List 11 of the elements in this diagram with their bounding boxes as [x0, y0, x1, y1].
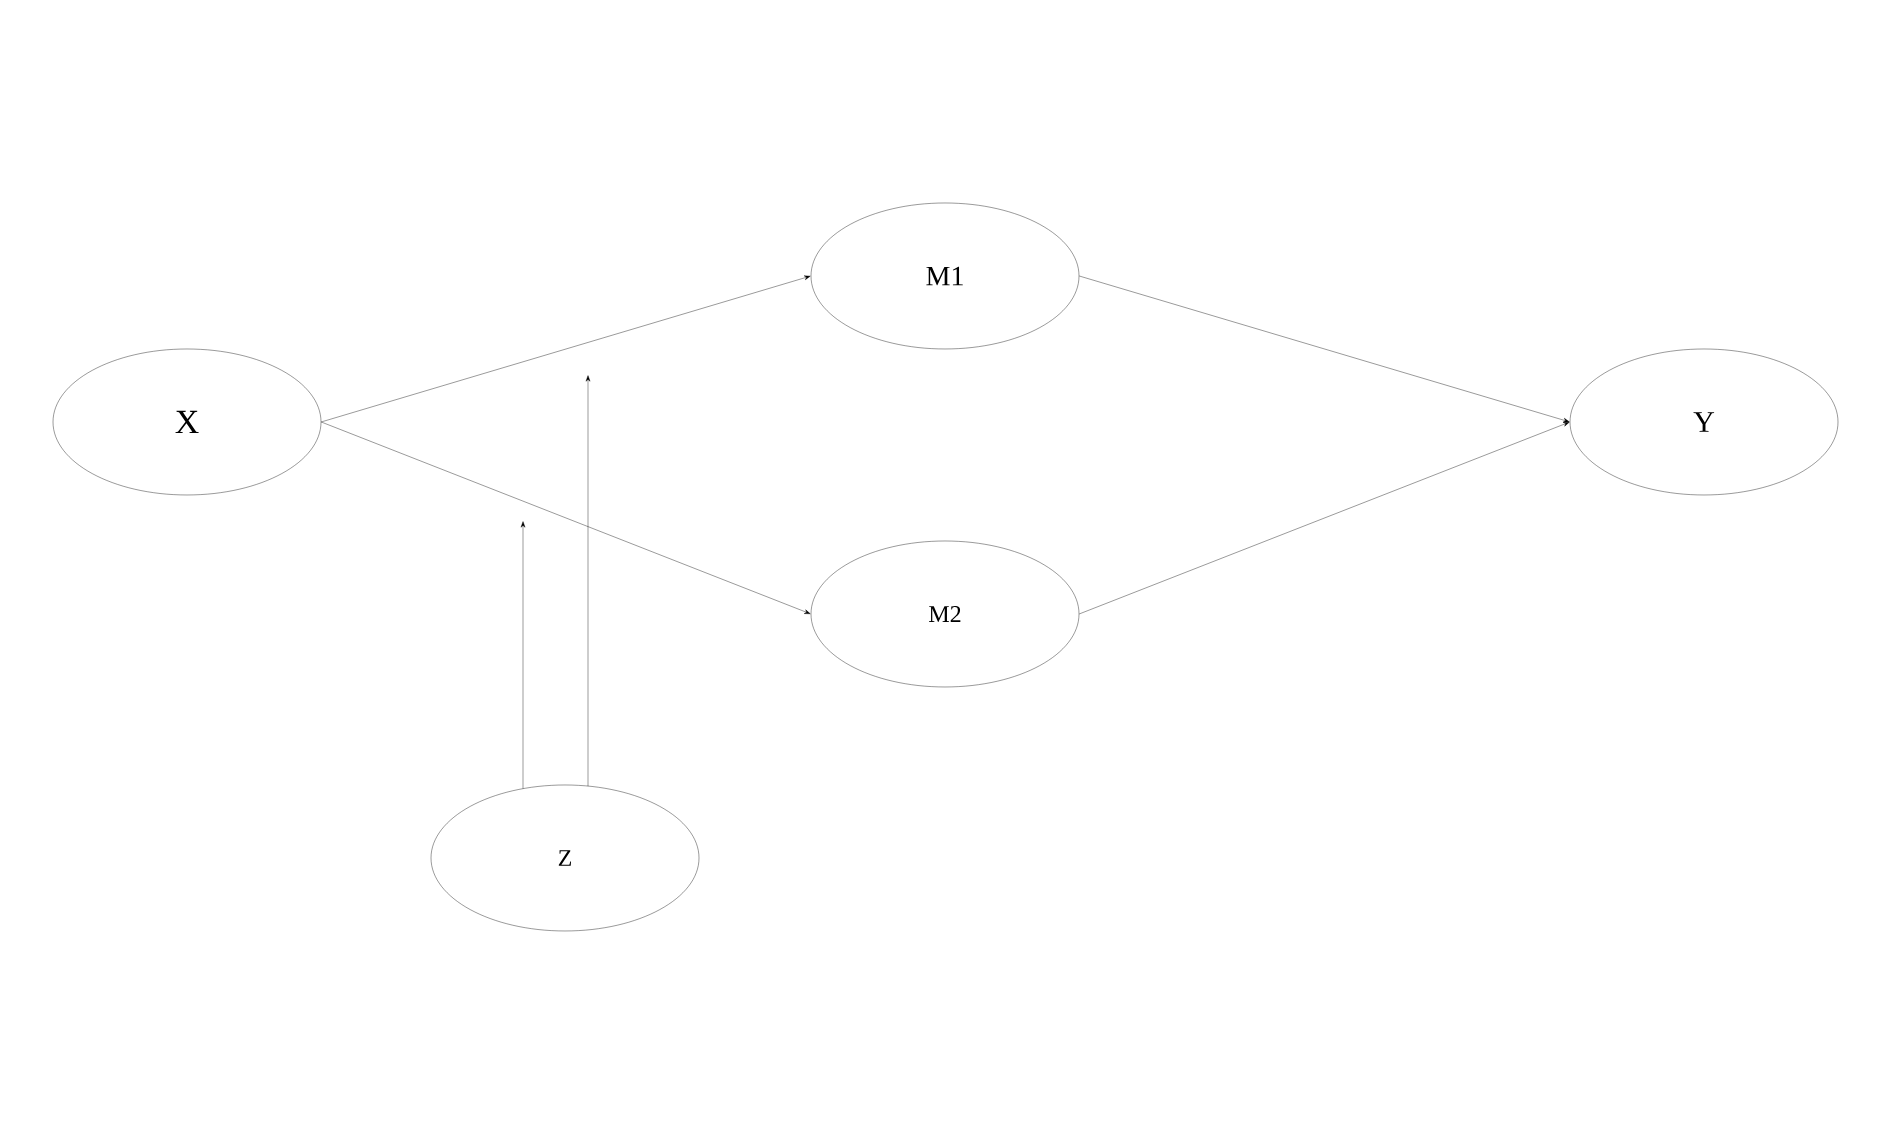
arrow — [585, 375, 591, 787]
arrow — [321, 275, 811, 423]
arrow — [1079, 275, 1570, 423]
arrow — [1079, 422, 1570, 615]
ellipse-node: Y — [1569, 348, 1839, 496]
ellipse-node: X — [52, 348, 322, 496]
arrow — [520, 521, 526, 789]
arrow — [321, 421, 811, 614]
ellipse-node: M2 — [810, 540, 1080, 688]
ellipse-node: M1 — [810, 202, 1080, 350]
ellipse-node: Z — [430, 784, 700, 932]
